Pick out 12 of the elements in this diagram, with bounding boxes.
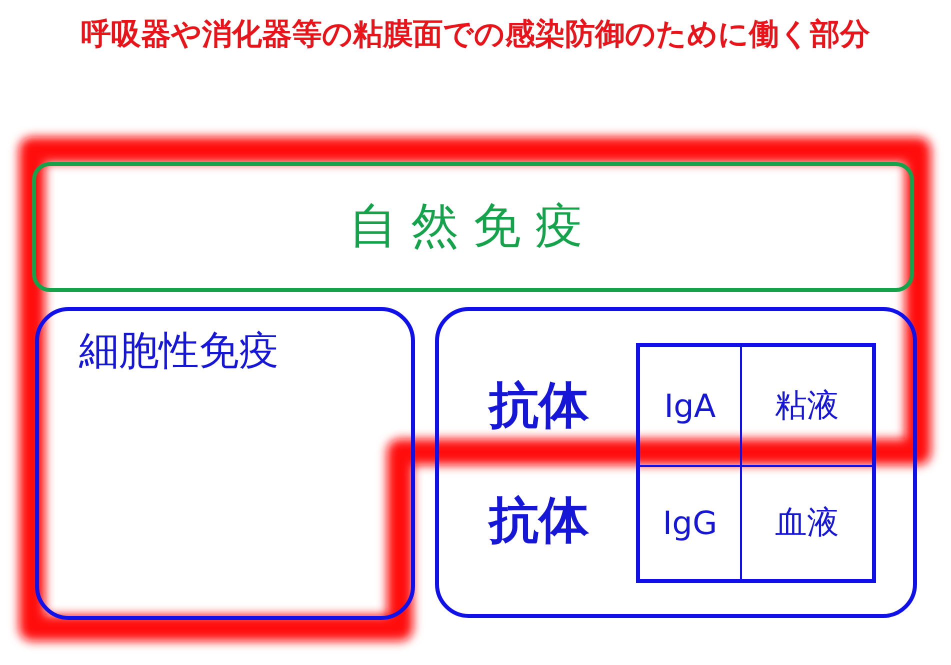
title: 呼吸器や消化器等の粘膜面での感染防御のために働く部分 bbox=[80, 16, 871, 54]
row-heading: 抗体 bbox=[489, 375, 589, 435]
group-box bbox=[32, 162, 914, 292]
box-heading: 細胞性免疫 bbox=[79, 327, 279, 376]
row-heading: 抗体 bbox=[489, 490, 589, 550]
table-cell-text: IgA bbox=[663, 386, 717, 427]
table-cell: 血液 bbox=[740, 465, 872, 579]
table-cell: 粘液 bbox=[740, 347, 872, 465]
box-heading: 自然免疫 bbox=[348, 197, 598, 256]
group-box bbox=[35, 307, 415, 620]
table-cell: IgG bbox=[640, 465, 740, 579]
group-box bbox=[435, 307, 917, 618]
